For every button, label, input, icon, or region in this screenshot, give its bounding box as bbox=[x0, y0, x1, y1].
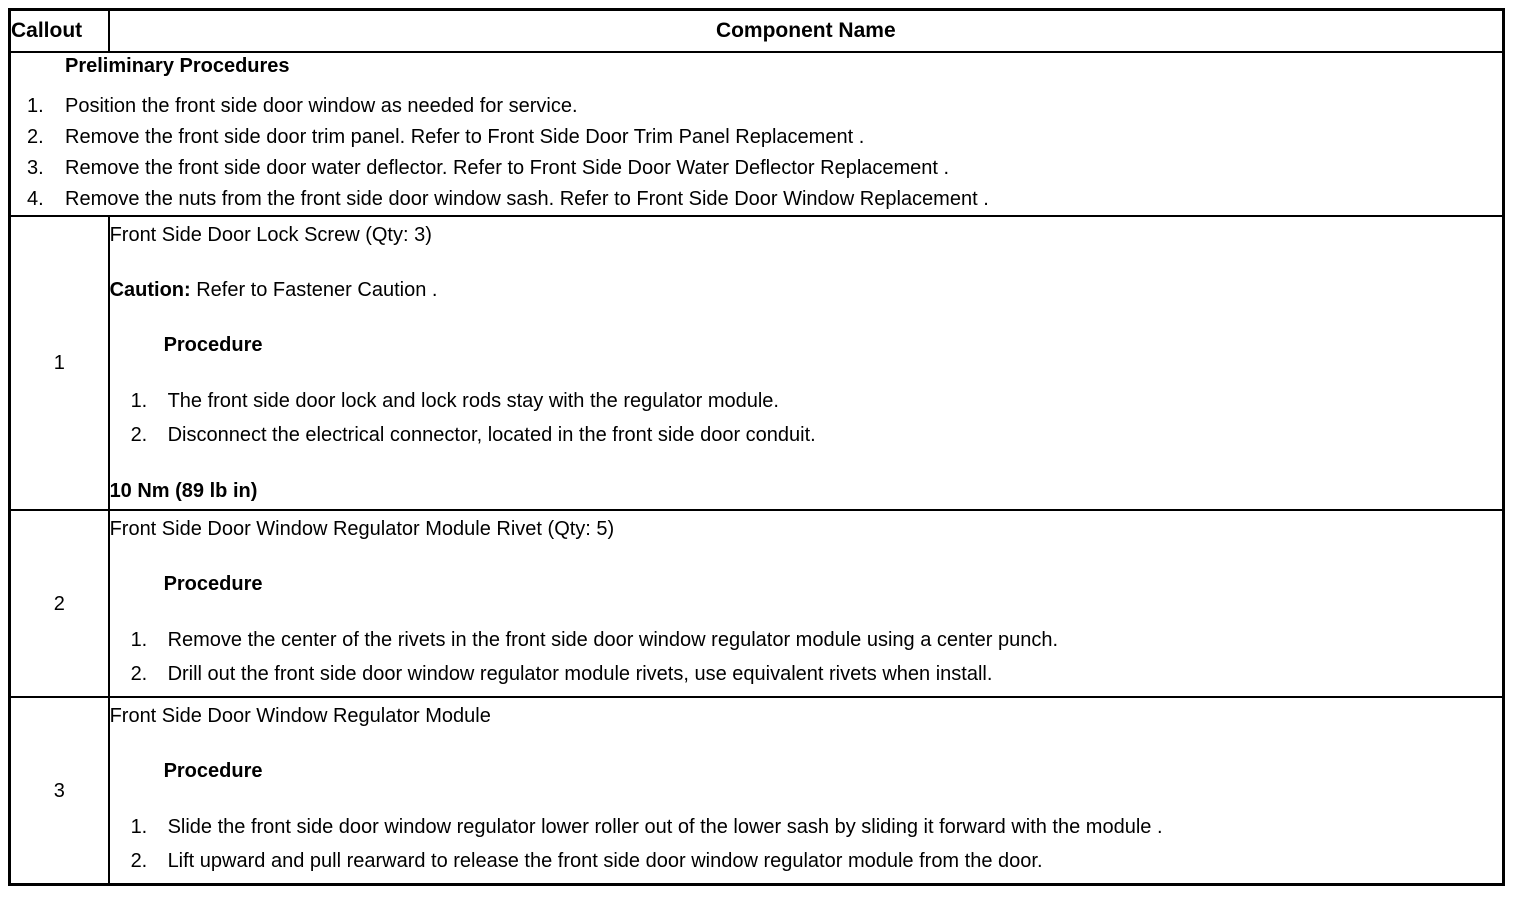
component-detail-cell-3: Front Side Door Window Regulator Module … bbox=[107, 696, 1505, 886]
procedure-steps-list-3: 1. Slide the front side door window regu… bbox=[110, 810, 1502, 878]
table-row: 3 Front Side Door Window Regulator Modul… bbox=[8, 696, 1505, 886]
list-item-text: Slide the front side door window regulat… bbox=[167, 816, 1163, 838]
list-item-number: 2. bbox=[130, 424, 148, 446]
list-item-text: Position the front side door window as n… bbox=[65, 95, 578, 117]
caution-label: Caution: bbox=[109, 279, 191, 301]
procedure-heading-2: Procedure bbox=[163, 573, 263, 595]
procedure-heading-1: Procedure bbox=[163, 334, 263, 356]
column-header-callout: Callout bbox=[8, 8, 110, 53]
component-name-3: Front Side Door Window Regulator Module bbox=[109, 705, 491, 727]
list-item-number: 4. bbox=[27, 188, 44, 210]
callout-number-3: 3 bbox=[8, 696, 110, 886]
preliminary-steps-list: 1. Position the front side door window a… bbox=[11, 91, 1502, 215]
list-item-text: Lift upward and pull rearward to release… bbox=[167, 850, 1043, 872]
component-callout-table: Callout Component Name Preliminary Proce… bbox=[8, 8, 1505, 886]
caution-text: Refer to Fastener Caution . bbox=[190, 279, 438, 301]
list-item: 2. Drill out the front side door window … bbox=[110, 657, 1502, 691]
list-item-number: 1. bbox=[130, 816, 148, 838]
list-item: 4. Remove the nuts from the front side d… bbox=[11, 184, 1502, 215]
list-item-text: Remove the nuts from the front side door… bbox=[65, 188, 989, 210]
list-item: 1. Remove the center of the rivets in th… bbox=[110, 623, 1502, 657]
table-header-row: Callout Component Name bbox=[8, 8, 1505, 53]
list-item-text: Remove the front side door trim panel. R… bbox=[65, 126, 865, 148]
callout-number-2: 2 bbox=[8, 509, 110, 698]
preliminary-procedures-cell: Preliminary Procedures 1. Position the f… bbox=[8, 51, 1505, 217]
list-item: 3. Remove the front side door water defl… bbox=[11, 153, 1502, 184]
list-item-number: 1. bbox=[130, 390, 148, 412]
table-row: 2 Front Side Door Window Regulator Modul… bbox=[8, 509, 1505, 698]
list-item-text: Remove the front side door water deflect… bbox=[65, 157, 950, 179]
list-item-text: Drill out the front side door window reg… bbox=[167, 663, 993, 685]
list-item-number: 1. bbox=[130, 629, 148, 651]
callout-number-1: 1 bbox=[8, 215, 110, 511]
table-row: 1 Front Side Door Lock Screw (Qty: 3) Ca… bbox=[8, 215, 1505, 511]
component-name-1: Front Side Door Lock Screw (Qty: 3) bbox=[109, 224, 432, 246]
list-item-number: 1. bbox=[27, 95, 44, 117]
torque-specification-1: 10 Nm (89 lb in) bbox=[109, 480, 258, 502]
list-item: 1. The front side door lock and lock rod… bbox=[110, 384, 1502, 418]
list-item: 1. Slide the front side door window regu… bbox=[110, 810, 1502, 844]
component-detail-cell-2: Front Side Door Window Regulator Module … bbox=[107, 509, 1505, 698]
preliminary-procedures-row: Preliminary Procedures 1. Position the f… bbox=[8, 51, 1505, 217]
list-item-text: Disconnect the electrical connector, loc… bbox=[167, 424, 816, 446]
list-item: 2. Lift upward and pull rearward to rele… bbox=[110, 844, 1502, 878]
column-header-component-name: Component Name bbox=[107, 8, 1505, 53]
list-item: 2. Disconnect the electrical connector, … bbox=[110, 418, 1502, 452]
list-item-number: 2. bbox=[130, 850, 148, 872]
list-item: 2. Remove the front side door trim panel… bbox=[11, 122, 1502, 153]
caution-note-1: Caution: Refer to Fastener Caution . bbox=[110, 277, 1502, 303]
list-item-number: 3. bbox=[27, 157, 44, 179]
procedure-steps-list-1: 1. The front side door lock and lock rod… bbox=[110, 384, 1502, 452]
list-item: 1. Position the front side door window a… bbox=[11, 91, 1502, 122]
list-item-number: 2. bbox=[27, 126, 44, 148]
procedure-steps-list-2: 1. Remove the center of the rivets in th… bbox=[110, 623, 1502, 691]
component-detail-cell-1: Front Side Door Lock Screw (Qty: 3) Caut… bbox=[107, 215, 1505, 511]
procedure-heading-3: Procedure bbox=[163, 760, 263, 782]
preliminary-procedures-title: Preliminary Procedures bbox=[65, 55, 290, 77]
list-item-number: 2. bbox=[130, 663, 148, 685]
list-item-text: The front side door lock and lock rods s… bbox=[167, 390, 779, 412]
list-item-text: Remove the center of the rivets in the f… bbox=[167, 629, 1059, 651]
component-name-2: Front Side Door Window Regulator Module … bbox=[109, 518, 615, 540]
